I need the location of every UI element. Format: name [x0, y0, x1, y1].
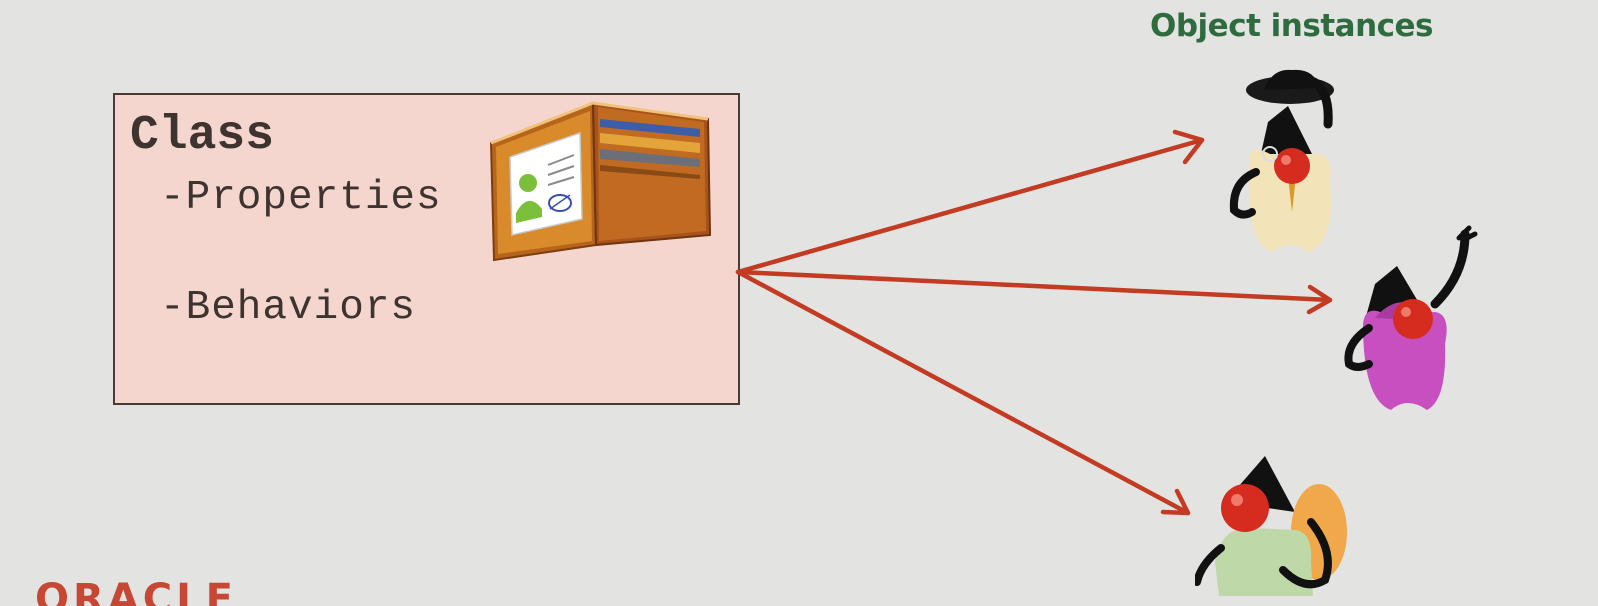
duke-mascot-green-icon — [1195, 456, 1347, 596]
duke-mascot-purple-icon — [1344, 225, 1478, 410]
oracle-logo: ORACLE — [35, 576, 237, 606]
object-instances-heading: Object instances — [1150, 8, 1434, 44]
wallet-icon — [489, 101, 712, 262]
class-box: Class -Properties -Behaviors — [113, 93, 740, 405]
class-properties-label: -Properties — [160, 175, 442, 221]
arrow-to-instance-3 — [735, 269, 1191, 516]
class-title: Class — [130, 109, 275, 163]
duke-mascot-hat-icon — [1229, 69, 1334, 252]
arrow-to-instance-2 — [735, 269, 1333, 315]
class-behaviors-label: -Behaviors — [160, 285, 417, 331]
arrow-to-instance-1 — [735, 129, 1205, 275]
